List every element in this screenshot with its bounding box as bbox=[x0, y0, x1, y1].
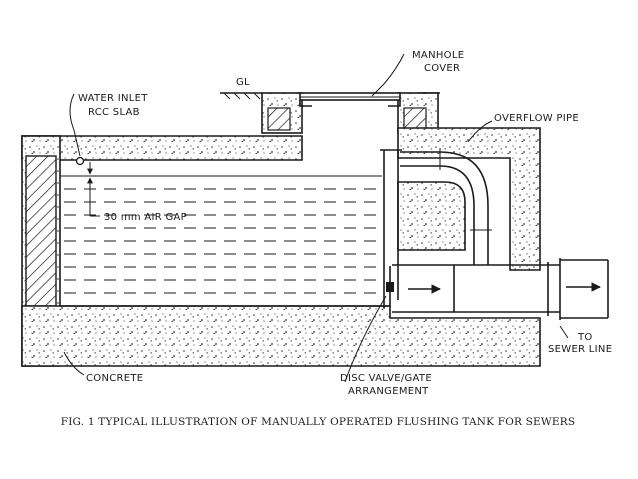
concrete-base bbox=[21, 305, 541, 367]
overflow-pipe-label: OVERFLOW PIPE bbox=[494, 113, 579, 124]
disc-valve-label-line1: DISC VALVE/GATE bbox=[340, 373, 432, 384]
water-inlet-label: WATER INLET bbox=[78, 93, 148, 104]
manhole-label-line2: COVER bbox=[424, 63, 460, 74]
concrete-label: CONCRETE bbox=[86, 373, 143, 384]
gl-label: GL bbox=[236, 77, 250, 88]
to-sewer-label-line2: SEWER LINE bbox=[548, 344, 612, 355]
disc-valve bbox=[386, 266, 394, 306]
manhole-cover bbox=[299, 92, 401, 107]
manhole-frame bbox=[261, 92, 439, 134]
valve-chamber-block bbox=[397, 181, 466, 251]
manhole-label-line1: MANHOLE bbox=[412, 50, 464, 61]
leader-lines bbox=[63, 53, 569, 383]
tank-water bbox=[60, 175, 390, 307]
rcc-slab-label: RCC SLAB bbox=[88, 107, 140, 118]
outlet-pipe bbox=[392, 258, 609, 320]
air-gap-label: 30 mm AIR GAP bbox=[104, 212, 187, 223]
figure-caption: FIG. 1 TYPICAL ILLUSTRATION OF MANUALLY … bbox=[61, 416, 576, 428]
to-sewer-label-line1: TO bbox=[577, 332, 593, 343]
overflow-pipe bbox=[380, 148, 492, 308]
disc-valve-label-line2: ARRANGEMENT bbox=[348, 386, 429, 397]
water-inlet bbox=[75, 156, 85, 166]
air-gap-dimension bbox=[87, 162, 100, 217]
